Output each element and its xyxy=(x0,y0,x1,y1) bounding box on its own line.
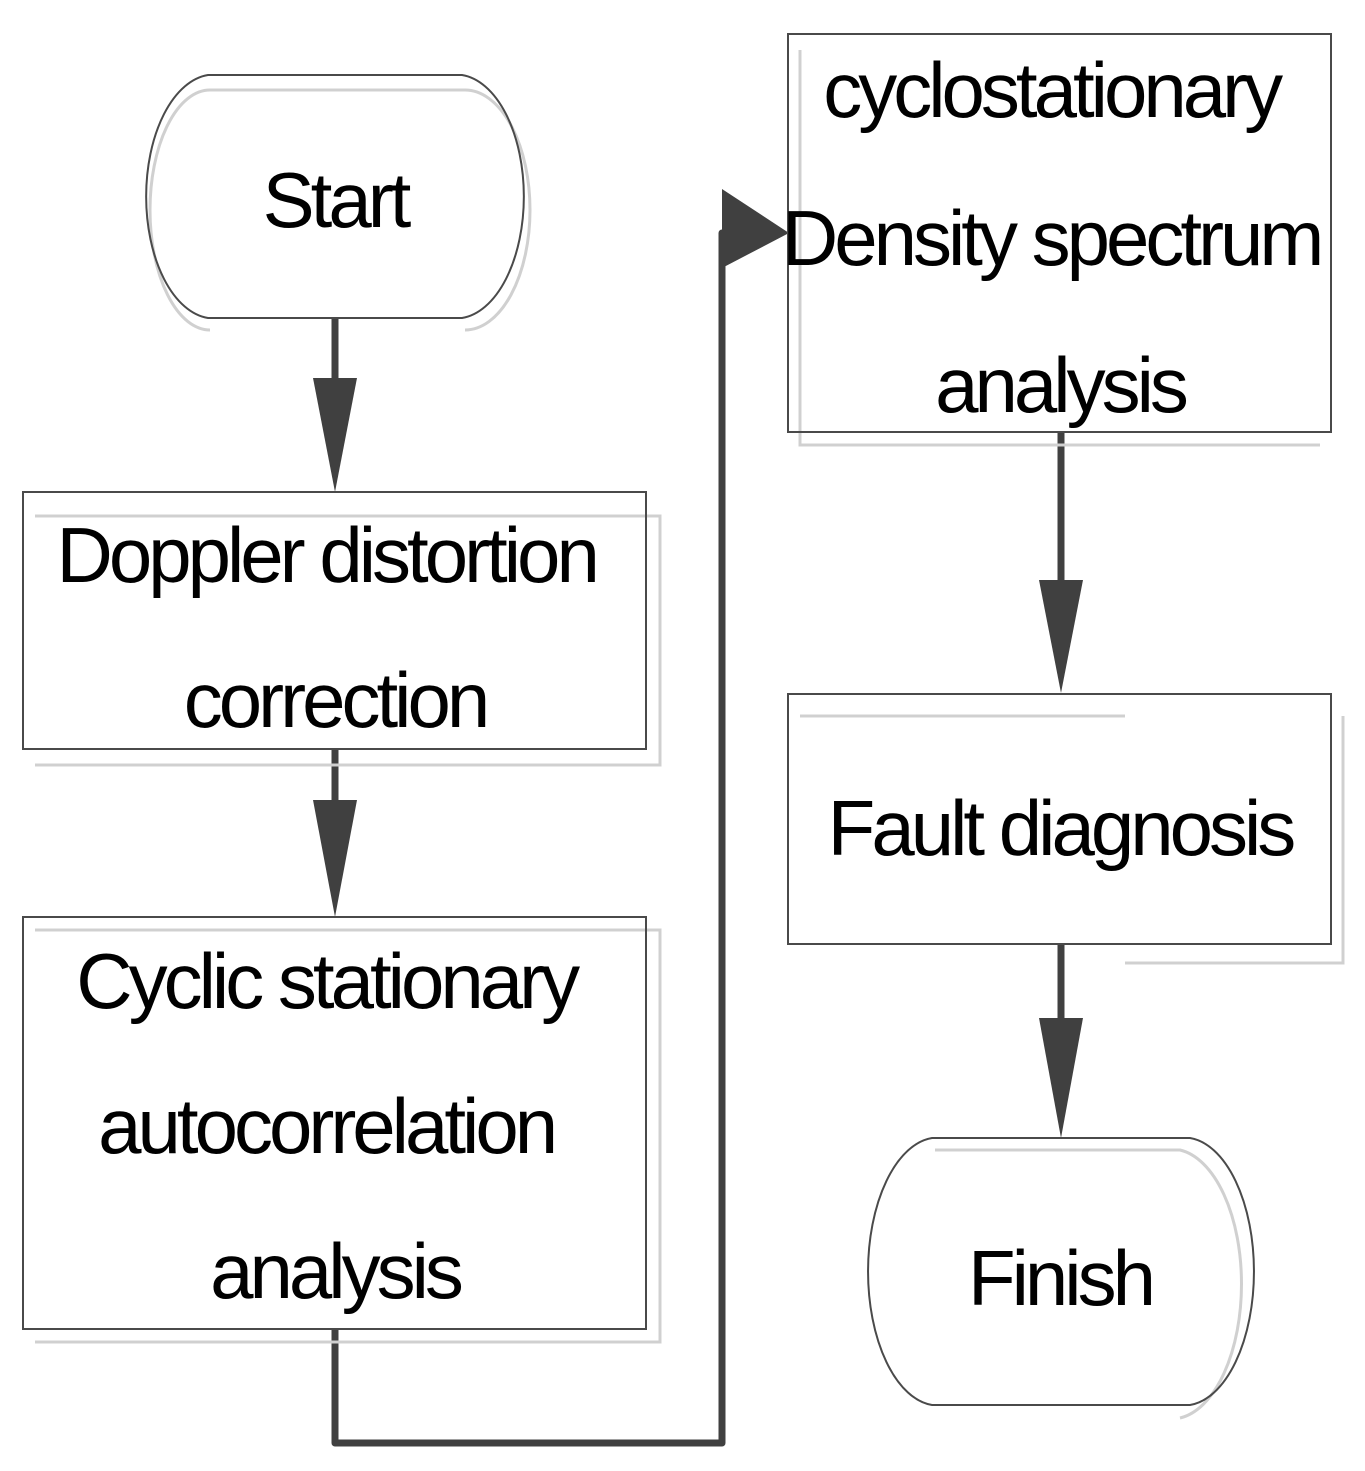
node-cyclic-autocorrelation: Cyclic stationary autocorrelation analys… xyxy=(22,916,662,1344)
node-line: Finish xyxy=(968,1234,1152,1322)
node-label: Doppler distortion correction xyxy=(57,511,614,744)
node-label: Finish xyxy=(968,1234,1152,1322)
node-line: Start xyxy=(263,156,412,244)
arrow-head-icon xyxy=(722,189,789,268)
connectors xyxy=(313,189,1083,1447)
node-finish: Finish xyxy=(867,1137,1255,1420)
node-line: Cyclic stationary xyxy=(76,937,580,1025)
node-label: Start xyxy=(263,156,412,244)
node-start: Start xyxy=(145,74,532,332)
node-label: Fault diagnosis xyxy=(828,784,1295,872)
arrow-head-icon xyxy=(313,378,357,492)
connector-cyclic-to-density xyxy=(331,189,789,1447)
node-doppler-correction: Doppler distortion correction xyxy=(22,491,662,767)
connector-start-to-doppler xyxy=(313,318,357,492)
node-line: Density spectrum xyxy=(782,194,1321,282)
connector-density-to-fault xyxy=(1039,432,1083,693)
node-line: Fault diagnosis xyxy=(828,784,1295,872)
node-line: correction xyxy=(184,656,486,744)
node-fault-diagnosis: Fault diagnosis xyxy=(787,693,1345,965)
node-line: Doppler distortion xyxy=(57,511,596,599)
arrow-head-icon xyxy=(1039,1018,1083,1138)
arrow-head-icon xyxy=(1039,580,1083,693)
node-label: cyclostationary Density spectrum analysi… xyxy=(782,46,1338,429)
connector-fault-to-finish xyxy=(1039,944,1083,1138)
node-label: Cyclic stationary autocorrelation analys… xyxy=(76,937,594,1315)
node-line: cyclostationary xyxy=(823,46,1283,134)
node-line: analysis xyxy=(935,341,1187,429)
connector-doppler-to-cyclic xyxy=(313,749,357,917)
arrow-head-icon xyxy=(313,800,357,917)
node-density-spectrum: cyclostationary Density spectrum analysi… xyxy=(782,33,1338,447)
node-line: autocorrelation xyxy=(98,1082,554,1170)
node-line: analysis xyxy=(210,1227,462,1315)
nodes: Start Doppler distortion correction Cycl… xyxy=(22,33,1345,1420)
